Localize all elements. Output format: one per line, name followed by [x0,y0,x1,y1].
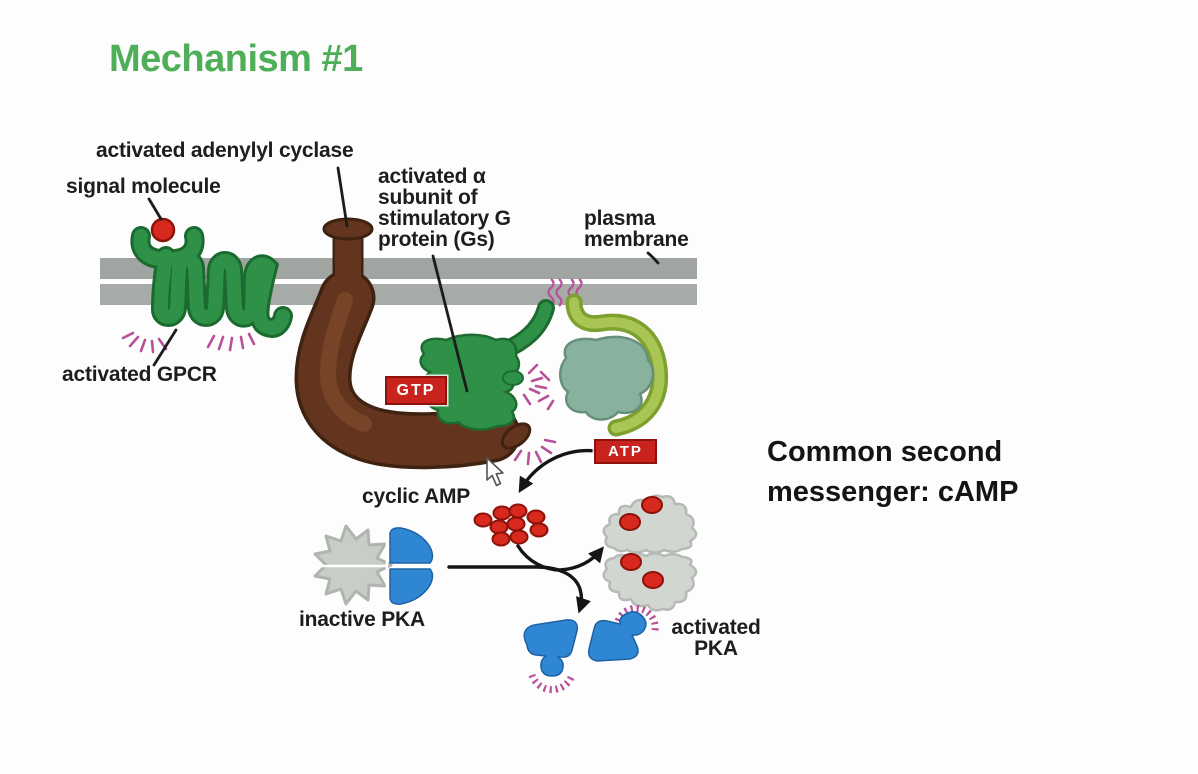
slide-title: Mechanism #1 [109,38,363,80]
leader-lines [147,166,660,393]
label-signal-molecule: signal molecule [66,175,221,198]
label-plasma-membrane-line1: plasma [584,207,656,230]
camp-dots [473,503,549,547]
adenylyl-cyclase-shape [294,217,532,470]
arrow-atp-to-camp [518,448,598,494]
label-alpha-subunit-line4: protein (Gs) [378,228,495,251]
arrow-pka-activation [447,565,591,614]
beta-subunit-shape [559,335,655,421]
label-plasma-membrane-line2: membrane [584,228,689,251]
label-activated-gpcr: activated GPCR [62,363,217,386]
activation-marks [121,331,557,466]
alpha-subunit-shape [419,299,555,431]
label-activated-pka: activated PKA [654,617,778,659]
label-alpha-subunit: activated α subunit of stimulatory G pro… [378,166,511,250]
reaction-arrows [447,448,604,614]
label-alpha-subunit-line3: stimulatory G [378,207,511,230]
note-line1: Common second [767,436,1003,468]
mouse-cursor [486,457,504,487]
activated-pka-shape [523,604,659,694]
note-second-messenger: Common second messenger: cAMP [767,432,1018,512]
inactive-pka-shape [313,524,434,606]
label-activated-pka-line1: activated [671,616,761,639]
gtp-badge: GTP [385,376,447,405]
label-alpha-subunit-line1: activated α [378,165,486,188]
label-activated-pka-line2: PKA [694,637,738,660]
gpcr-receptor-shape [130,226,293,339]
atp-badge: ATP [594,439,657,464]
regulatory-subunits-shape [602,494,698,612]
note-line2: messenger: cAMP [767,476,1019,508]
label-cyclic-amp: cyclic AMP [362,485,471,508]
label-alpha-subunit-line2: subunit of [378,186,478,209]
signal-molecule-dot [150,217,176,243]
beta-gamma-subunit-shape [559,293,669,437]
label-plasma-membrane: plasma membrane [584,208,689,250]
label-inactive-pka: inactive PKA [299,608,425,631]
label-adenylyl-cyclase: activated adenylyl cyclase [96,139,354,162]
